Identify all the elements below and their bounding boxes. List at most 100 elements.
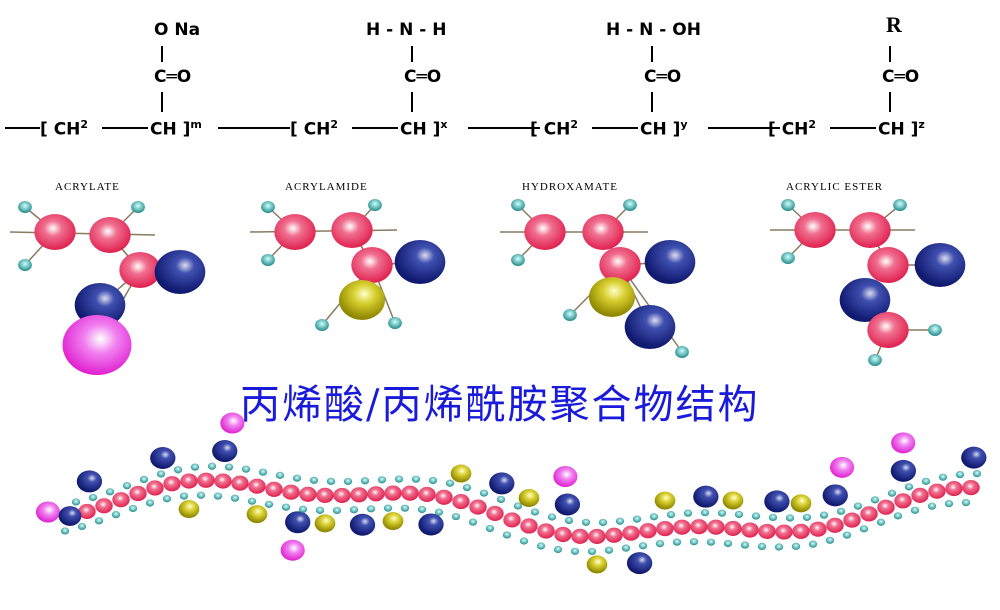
carbon-atom bbox=[554, 526, 572, 543]
hydrogen-atom bbox=[689, 538, 699, 546]
hydrogen-atom bbox=[955, 470, 965, 479]
hydrogen-atom bbox=[241, 465, 251, 473]
hydrogen-atom bbox=[326, 477, 336, 485]
oxygen-atom bbox=[839, 278, 891, 322]
oxygen-atom bbox=[418, 513, 444, 536]
carbon-atom bbox=[639, 523, 657, 539]
side-group: H - N - OH bbox=[606, 20, 701, 40]
hydrogen-atom bbox=[910, 506, 920, 514]
hydrogen-atom bbox=[179, 492, 189, 500]
nitrogen-atom bbox=[589, 277, 635, 317]
ch2-group: [ CH2 bbox=[40, 118, 89, 140]
hydrogen-atom bbox=[360, 477, 370, 485]
carbon-atom bbox=[758, 523, 776, 539]
carbon-atom bbox=[867, 247, 909, 283]
hydrogen-atom bbox=[683, 509, 693, 517]
carbonyl: C═O bbox=[404, 67, 442, 87]
hydrogen-atom bbox=[18, 259, 32, 271]
carbon-atom bbox=[656, 521, 674, 537]
hydrogen-atom bbox=[785, 514, 795, 522]
carbon-atom bbox=[163, 476, 181, 492]
carbon-atom bbox=[794, 212, 836, 248]
hydrogen-atom bbox=[791, 542, 801, 550]
hydrogen-atom bbox=[632, 515, 642, 523]
carbon-atom bbox=[582, 214, 624, 250]
hydrogen-atom bbox=[706, 538, 716, 546]
side-group: H - N - H bbox=[366, 20, 447, 40]
hydrogen-atom bbox=[298, 505, 308, 513]
hydrogen-atom bbox=[417, 505, 427, 514]
nitrogen-atom bbox=[586, 555, 608, 574]
hydrogen-atom bbox=[207, 462, 217, 470]
carbon-atom bbox=[524, 214, 566, 250]
nitrogen-atom bbox=[246, 505, 268, 524]
hydrogen-atom bbox=[77, 522, 87, 531]
hydrogen-atom bbox=[71, 498, 81, 506]
nitrogen-atom bbox=[382, 512, 404, 531]
hydrogen-atom bbox=[536, 542, 546, 550]
carbon-atom bbox=[707, 519, 725, 535]
oxygen-atom bbox=[626, 552, 653, 575]
hydrogen-atom bbox=[961, 499, 971, 507]
nitrogen-atom bbox=[654, 491, 676, 510]
ch-group: CH ]m bbox=[150, 118, 202, 140]
sodium-atom bbox=[891, 432, 916, 454]
hydrogen-atom bbox=[564, 516, 574, 525]
carbonyl: C═O bbox=[882, 67, 920, 87]
hydrogen-atom bbox=[264, 500, 274, 508]
carbon-atom bbox=[95, 498, 113, 514]
hydrogen-atom bbox=[145, 499, 155, 507]
sodium-atom bbox=[280, 539, 305, 561]
hydrogen-atom bbox=[462, 483, 472, 492]
ch-group: CH ]x bbox=[400, 118, 448, 140]
carbon-atom bbox=[119, 252, 161, 288]
hydrogen-atom bbox=[723, 539, 733, 548]
hydrogen-atom bbox=[649, 513, 659, 521]
hydrogen-atom bbox=[808, 540, 818, 548]
hydrogen-atom bbox=[774, 543, 784, 551]
bond bbox=[9, 231, 156, 236]
oxygen-atom bbox=[212, 440, 238, 463]
oxygen-atom bbox=[150, 446, 176, 469]
carbon-atom bbox=[180, 473, 198, 489]
carbon-atom bbox=[452, 493, 470, 510]
hydrogen-atom bbox=[368, 199, 382, 211]
hydrogen-atom bbox=[128, 504, 138, 513]
carbon-atom bbox=[877, 499, 895, 515]
hydrogen-atom bbox=[672, 538, 682, 546]
hydrogen-atom bbox=[700, 509, 710, 517]
hydrogen-atom bbox=[292, 474, 302, 482]
hydrogen-atom bbox=[938, 473, 948, 481]
carbon-atom bbox=[333, 487, 351, 503]
carbon-atom bbox=[690, 519, 708, 535]
hydrogen-atom bbox=[377, 476, 387, 484]
hydrogen-atom bbox=[173, 466, 183, 474]
carbon-atom bbox=[486, 505, 504, 521]
hydrogen-atom bbox=[598, 518, 608, 527]
carbon-atom bbox=[520, 518, 538, 534]
carbon-atom bbox=[928, 483, 946, 499]
hydrogen-atom bbox=[615, 517, 625, 525]
carbon-atom bbox=[418, 486, 436, 503]
carbon-atom bbox=[962, 480, 980, 496]
carbon-atom bbox=[469, 499, 487, 515]
hydrogen-atom bbox=[213, 492, 223, 500]
label-acrylate: ACRYLATE bbox=[55, 181, 120, 193]
sodium-atom bbox=[62, 315, 132, 375]
hydrogen-atom bbox=[547, 513, 557, 521]
carbon-atom bbox=[809, 521, 827, 537]
carbon-atom bbox=[724, 520, 742, 537]
hydrogen-atom bbox=[870, 496, 880, 504]
hydrogen-atom bbox=[122, 482, 132, 490]
hydrogen-atom bbox=[836, 507, 846, 515]
carbon-atom bbox=[843, 512, 861, 528]
hydrogen-atom bbox=[479, 489, 489, 497]
hydrogen-atom bbox=[502, 531, 512, 539]
carbon-atom bbox=[599, 247, 641, 283]
ch2-group: [ CH2 bbox=[290, 118, 339, 140]
nitrogen-atom bbox=[339, 280, 385, 320]
hydrogen-atom bbox=[224, 463, 234, 471]
carbon-atom bbox=[89, 217, 131, 253]
hydrogen-atom bbox=[972, 470, 982, 478]
